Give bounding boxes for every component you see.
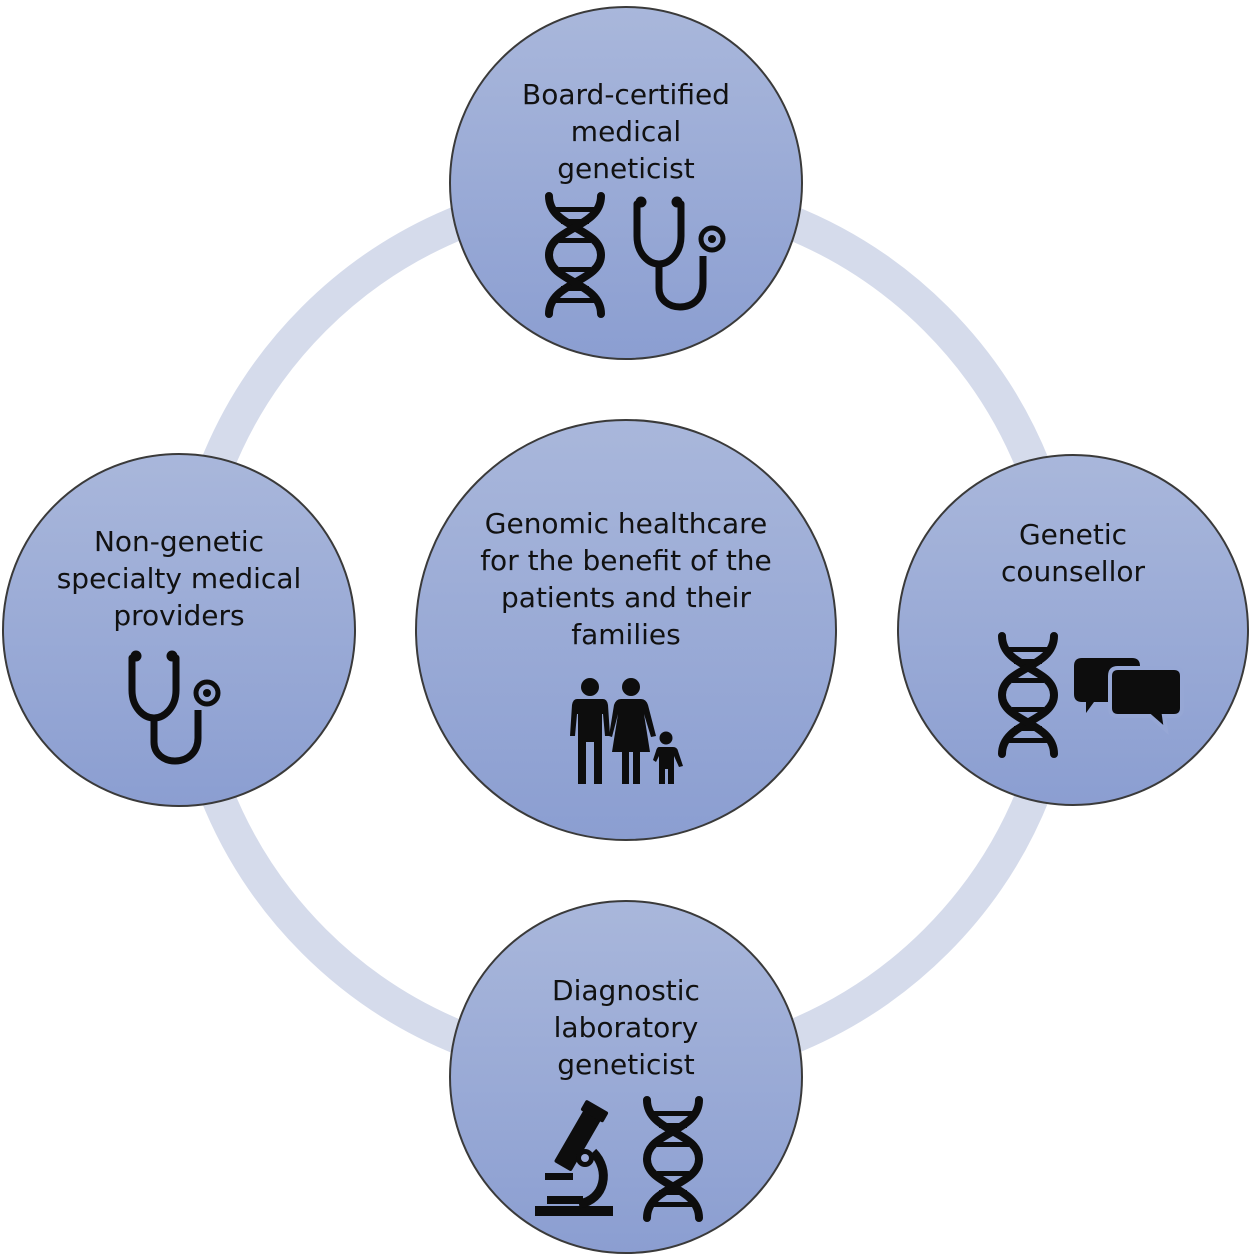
top-label: Board-certified medical geneticist bbox=[522, 78, 730, 185]
left-circle bbox=[2, 453, 356, 807]
top-circle bbox=[449, 6, 803, 360]
bottom-circle bbox=[449, 900, 803, 1254]
right-label: Genetic counsellor bbox=[1000, 518, 1146, 588]
right-circle bbox=[897, 454, 1249, 806]
center-circle bbox=[415, 419, 837, 841]
left-label: Non-genetic specialty medical providers bbox=[56, 525, 302, 632]
bottom-label: Diagnostic laboratory geneticist bbox=[552, 974, 700, 1081]
center-label: Genomic healthcare for the benefit of th… bbox=[480, 507, 772, 651]
